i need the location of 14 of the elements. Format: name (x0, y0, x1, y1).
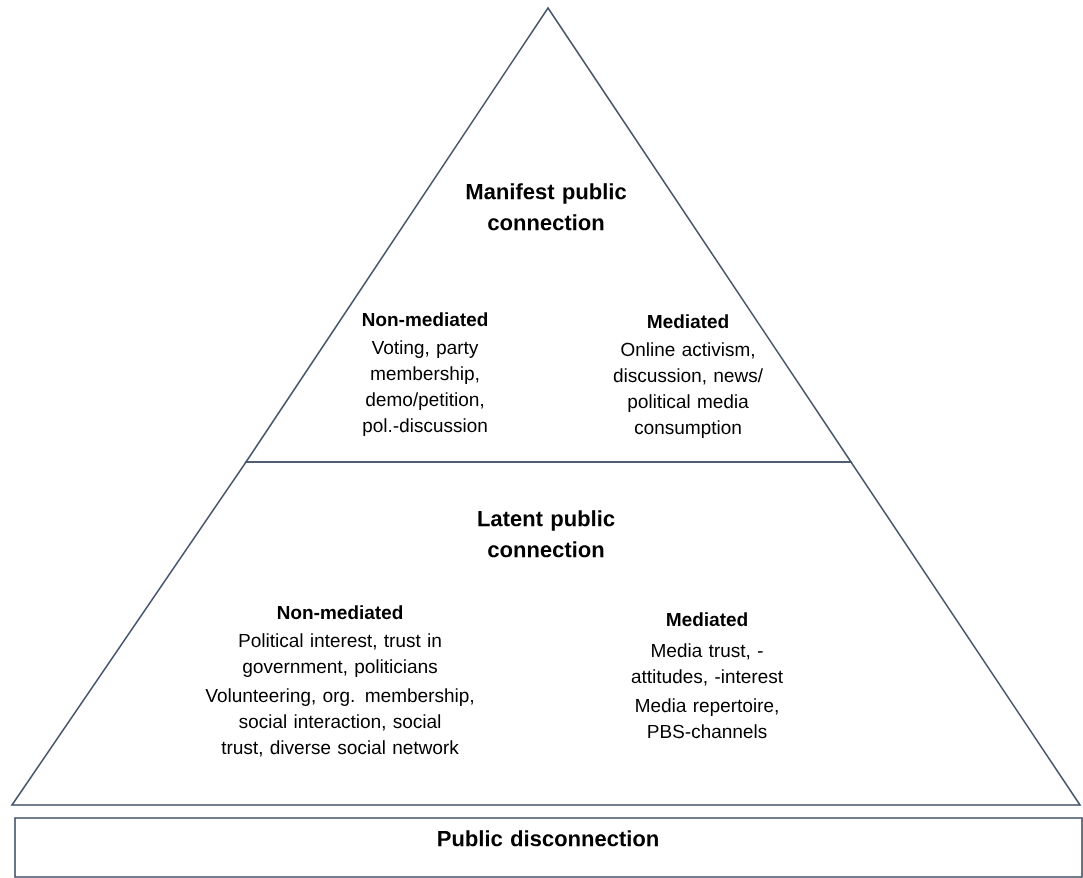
category-heading: Mediated (648, 314, 728, 329)
description-text: Media repertoire, PBS-channels (636, 698, 778, 739)
tier-heading: Manifest public connection (466, 183, 627, 231)
category-heading: Non-mediated (362, 312, 488, 327)
description-text: Media trust, -attitudes, -interest (631, 643, 783, 686)
base-box (14, 817, 1083, 878)
description-text: Voting, party membership, demo/petition, pol.-discussion (363, 340, 487, 436)
description-text: Volunteering, org. membership, social interaction, social trust, diverse social network (205, 688, 473, 757)
description-text: Political interest, trust in government, politicians (239, 633, 441, 677)
tier-heading: Latent public connection (478, 510, 615, 558)
category-heading: Mediated (667, 612, 747, 627)
description-text: Online activism, discussion, news/ political media consumption (613, 342, 763, 438)
tier-heading: Public disconnection (438, 830, 658, 847)
category-heading: Non-mediated (277, 605, 403, 620)
